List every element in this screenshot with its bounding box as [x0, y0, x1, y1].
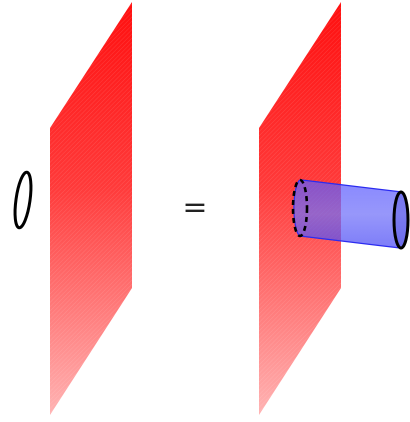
left-red-plane-hatch [50, 2, 132, 415]
equals-sign: = [182, 190, 207, 225]
wilson-loop-ellipse [13, 170, 33, 230]
left-side [13, 2, 132, 415]
solid-tube-end [392, 190, 410, 250]
dashed-tube-rim [291, 178, 309, 238]
right-side [259, 2, 410, 415]
